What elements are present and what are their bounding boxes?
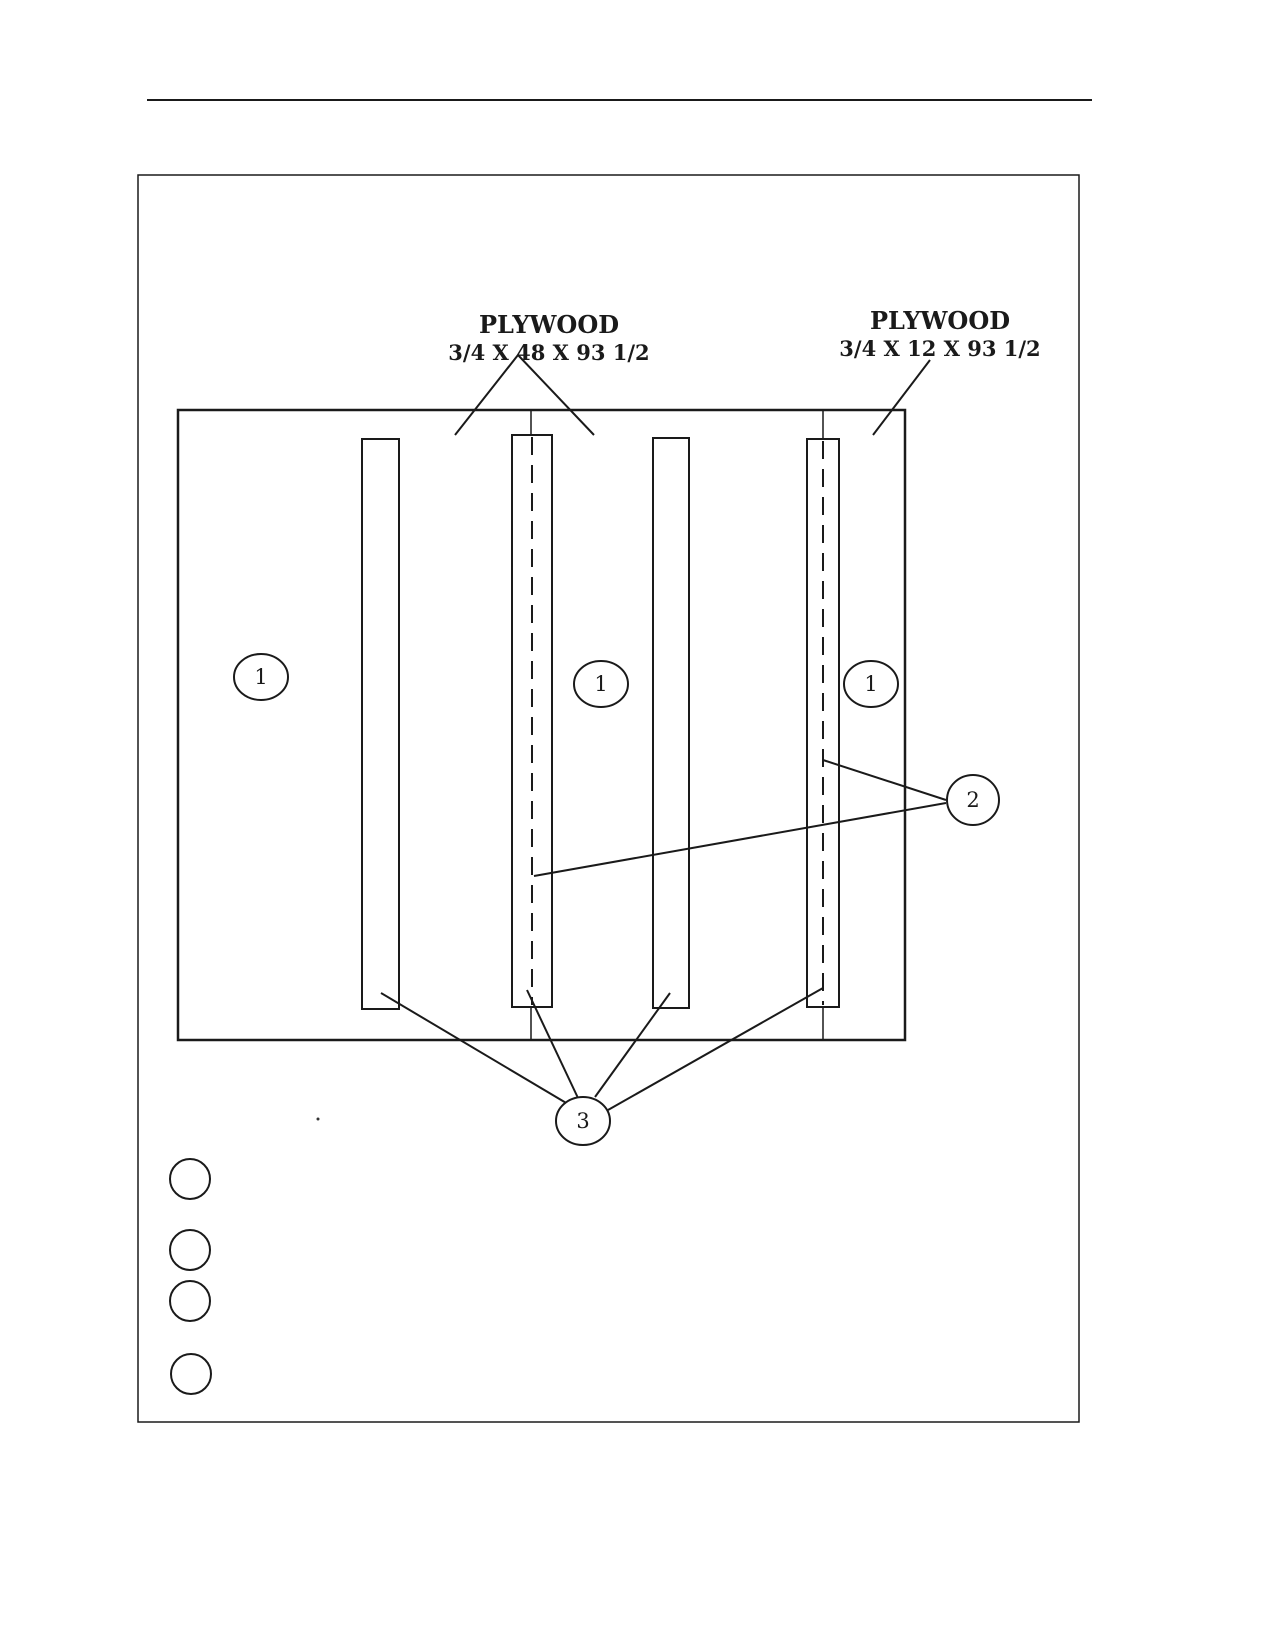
callout-seam-leaders <box>533 759 947 877</box>
callout-strip-leaders <box>380 987 824 1111</box>
legend-circle-4 <box>170 1353 212 1395</box>
plywood-right-title: PLYWOOD <box>870 306 1010 335</box>
plywood-left-dims: 3/4 X 48 X 93 1/2 <box>448 340 649 365</box>
legend-circle-3 <box>169 1280 211 1322</box>
svg-text:2: 2 <box>966 788 979 812</box>
plywood-label-leaders <box>454 354 931 436</box>
plywood-left-title: PLYWOOD <box>479 310 619 339</box>
panel-outline <box>176 408 907 1042</box>
svg-text:1: 1 <box>594 672 607 696</box>
callout-panel-1: 1 <box>233 653 289 701</box>
legend-circles <box>169 1158 212 1395</box>
print-speck <box>316 1117 320 1121</box>
figure-frame <box>137 174 1080 1423</box>
callout-panel-3: 1 <box>843 660 899 708</box>
strip-3 <box>652 437 690 1009</box>
svg-text:1: 1 <box>254 665 267 689</box>
callout-strip: 3 <box>555 1096 611 1146</box>
callout-panel-2: 1 <box>573 660 629 708</box>
plywood-right-dims: 3/4 X 12 X 93 1/2 <box>839 336 1040 361</box>
strip-1 <box>361 438 400 1010</box>
callout-seam: 2 <box>946 774 1000 826</box>
legend-circle-2 <box>169 1229 211 1271</box>
svg-text:1: 1 <box>864 672 877 696</box>
svg-text:3: 3 <box>576 1109 589 1133</box>
legend-circle-1 <box>169 1158 211 1200</box>
